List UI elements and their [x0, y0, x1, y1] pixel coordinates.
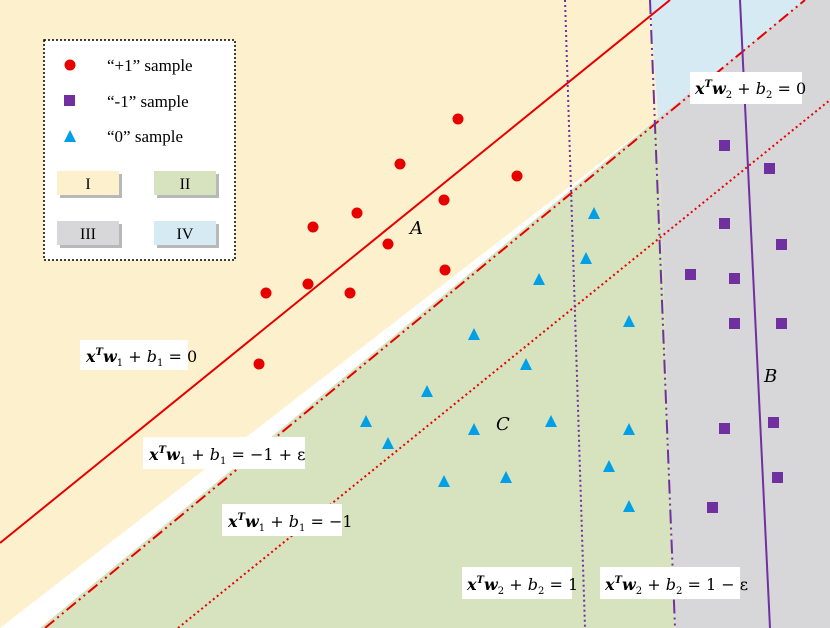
equation-text: xTw1 + b1 = −1 + ε: [148, 445, 305, 467]
legend-swatch-I: [57, 171, 119, 195]
negative-sample: [719, 423, 730, 434]
zero-sample: [623, 315, 635, 327]
legend-circle-icon: [64, 59, 76, 71]
negative-sample: [776, 239, 787, 250]
zero-sample: [588, 207, 600, 219]
positive-sample: [344, 287, 356, 299]
legend-region-label-I: I: [85, 176, 90, 193]
legend-triangle-icon: [64, 130, 76, 142]
positive-sample: [394, 158, 406, 170]
equation-label-6: xTw2 + b2 = 1 − ε: [600, 567, 748, 599]
positive-sample: [452, 113, 464, 125]
equation-text: xTw1 + b1 = −1: [227, 512, 353, 534]
zero-sample: [623, 423, 635, 435]
zero-sample: [421, 385, 433, 397]
line-w1-zero: [0, 0, 671, 544]
positive-sample: [302, 278, 314, 290]
legend-swatch-III: [57, 221, 119, 245]
equation-box: [600, 567, 740, 599]
equation-label-5: xTw2 + b2 = 1: [462, 567, 578, 599]
equation-text: xTw2 + b2 = 1 − ε: [604, 575, 748, 597]
zero-sample: [468, 423, 480, 435]
legend-region-label-II: II: [180, 176, 191, 193]
legend-swatch-IV: [154, 221, 216, 245]
equation-box: [222, 504, 342, 536]
legend-label-zero: “0” sample: [107, 127, 183, 146]
line-w1-minus1-plus-eps: [44, 0, 806, 628]
negative-sample: [685, 269, 696, 280]
equation-box: [690, 72, 802, 104]
legend-swatch-II: [154, 171, 216, 195]
negative-sample: [729, 318, 740, 329]
zero-sample: [438, 475, 450, 487]
zero-sample: [500, 471, 512, 483]
equation-text: xTw2 + b2 = 1: [466, 575, 578, 597]
legend-square-icon: [64, 95, 75, 106]
positive-sample: [438, 194, 450, 206]
negative-sample: [707, 502, 718, 513]
positive-sample: [382, 238, 394, 250]
equation-box: [143, 437, 305, 469]
equation-box: [462, 567, 572, 599]
negative-sample: [719, 140, 730, 151]
equation-label-1: xTw1 + b1 = 0: [80, 340, 197, 370]
region-letter-B: B: [763, 366, 777, 387]
positive-samples: [253, 113, 523, 370]
zero-sample: [533, 273, 545, 285]
negative-sample: [776, 318, 787, 329]
region-III: [658, 0, 830, 628]
zero-sample: [468, 328, 480, 340]
negative-sample: [729, 273, 740, 284]
equation-label-2: xTw1 + b1 = −1 + ε: [143, 437, 305, 469]
equation-label-4: xTw2 + b2 = 0: [690, 72, 806, 104]
legend-label-negative: “-1” sample: [107, 92, 189, 111]
legend: “+1” sample “-1” sample “0” sample I II …: [43, 39, 236, 261]
region-letter-C: C: [496, 414, 510, 435]
legend-region-label-IV: IV: [177, 226, 194, 243]
line-w2-one-minus-eps: [649, 0, 676, 628]
negative-sample: [764, 163, 775, 174]
zero-sample: [580, 252, 592, 264]
region-letter-A: A: [408, 218, 423, 239]
negative-samples: [685, 140, 787, 513]
positive-sample: [307, 221, 319, 233]
positive-sample: [351, 207, 363, 219]
positive-sample: [253, 358, 265, 370]
zero-sample: [382, 437, 394, 449]
negative-sample: [719, 218, 730, 229]
equation-label-3: xTw1 + b1 = −1: [222, 504, 353, 536]
zero-sample: [360, 415, 372, 427]
zero-sample: [623, 500, 635, 512]
negative-sample: [772, 472, 783, 483]
positive-sample: [511, 170, 523, 182]
equation-text: xTw2 + b2 = 0: [694, 79, 806, 101]
positive-sample: [260, 287, 272, 299]
zero-sample: [520, 358, 532, 370]
region-IV: [650, 0, 805, 118]
equation-box: [80, 340, 188, 370]
negative-sample: [768, 417, 779, 428]
zero-samples: [360, 207, 635, 512]
equation-text: xTw1 + b1 = 0: [85, 347, 197, 369]
zero-sample: [603, 460, 615, 472]
zero-sample: [545, 415, 557, 427]
legend-label-positive: “+1” sample: [107, 56, 193, 75]
line-w2-zero: [739, 0, 771, 628]
legend-region-label-III: III: [80, 226, 96, 243]
positive-sample: [439, 264, 451, 276]
